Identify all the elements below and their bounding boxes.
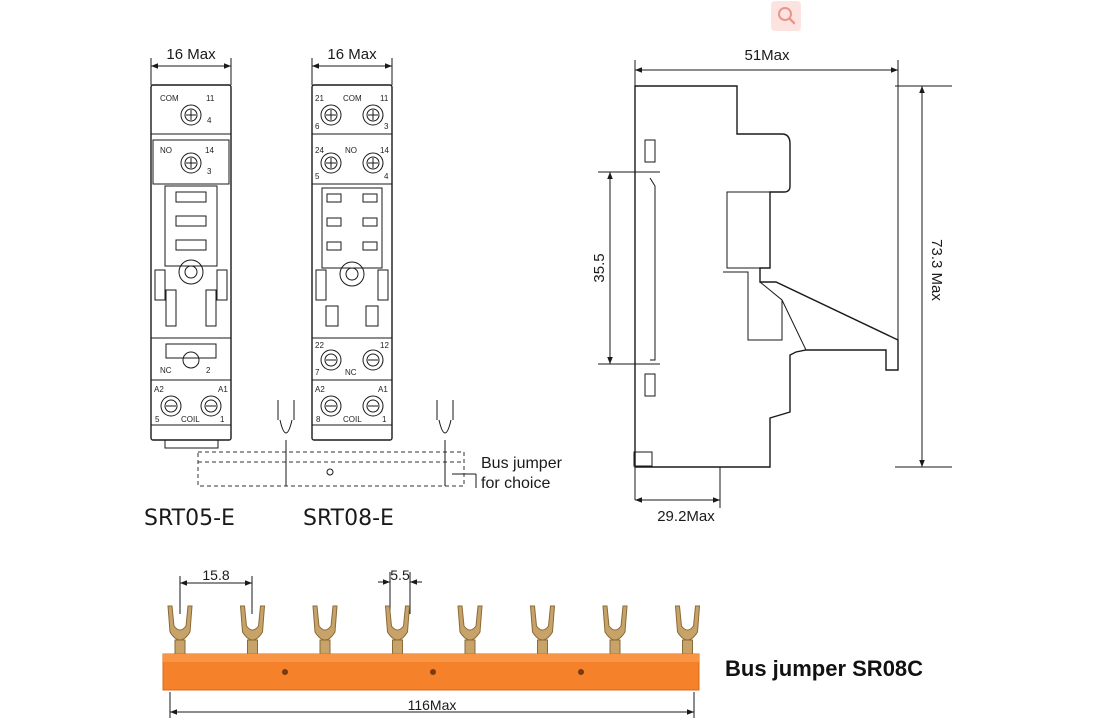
srt08-label-1: 1 [382,415,387,424]
zoom-button[interactable] [771,1,801,31]
magnifier-icon [778,7,796,25]
jumper-pitch-label: 15.8 [202,567,229,583]
srt05-model-label: SRT05-E [144,506,235,531]
srt05-label-14: 14 [205,146,214,155]
srt08-label-com: COM [343,94,362,103]
srt08-label-5: 5 [315,172,320,181]
srt08-label-11: 11 [380,94,389,103]
fork-terminal [674,605,701,657]
side-depth-label: 29.2Max [657,508,715,525]
fork-terminal [457,605,483,657]
srt08-label-a2: A2 [315,385,325,394]
srt05-label-2: 2 [206,366,211,375]
srt05-label-a2: A2 [154,385,164,394]
srt05-label-com: COM [160,94,179,103]
srt08-label-coil: COIL [343,415,362,424]
srt08-label-24: 24 [315,146,324,155]
srt05-label-11: 11 [206,94,215,103]
bus-jumper-note-line1: Bus jumper [481,455,563,472]
bus-jumper-note-line2: for choice [481,475,550,492]
jumper-fork-label: 5.5 [390,567,410,583]
srt08-label-no: NO [345,146,357,155]
srt05-socket: 16 Max COM 11 4 NO 14 3 NC [150,46,232,449]
jumper-forks [167,605,701,657]
srt05-label-5: 5 [155,415,160,424]
srt08-label-8: 8 [316,415,321,424]
srt08-label-a1: A1 [378,385,388,394]
srt08-label-14: 14 [380,146,389,155]
side-rail-label: 35.5 [591,253,608,282]
srt08-label-7: 7 [315,368,320,377]
srt05-label-4: 4 [207,116,212,125]
srt08-width-label: 16 Max [327,46,377,63]
jumper-length-label: 116Max [408,697,457,713]
bus-jumper-dashed [197,400,477,488]
fork-terminal [529,605,556,657]
side-view: 51Max 73.3 Max 35.5 29.2Max [591,47,952,525]
srt08-socket: 16 Max 21 COM 11 6 3 24 NO 14 5 4 22 [311,46,393,441]
fork-terminal [312,605,338,657]
srt05-label-nc: NC [160,366,172,375]
srt08-label-3: 3 [384,122,389,131]
bus-jumper-title: Bus jumper SR08C [725,656,923,681]
srt08-label-22: 22 [315,341,324,350]
bus-jumper-product: 15.8 5.5 116Max [162,567,701,718]
side-height-label: 73.3 Max [928,239,945,301]
srt08-label-6: 6 [315,122,320,131]
srt05-width-label: 16 Max [166,46,216,63]
srt08-label-21: 21 [315,94,324,103]
srt05-label-no: NO [160,146,172,155]
srt05-label-1: 1 [220,415,225,424]
srt05-label-coil: COIL [181,415,200,424]
side-width-label: 51Max [744,47,790,64]
fork-terminal [384,605,411,657]
srt05-label-3: 3 [207,167,212,176]
srt08-label-12: 12 [380,341,389,350]
srt05-label-a1: A1 [218,385,228,394]
srt08-label-4: 4 [384,172,389,181]
fork-terminal [239,605,266,657]
srt08-model-label: SRT08-E [303,506,394,531]
fork-terminal [602,605,628,657]
srt08-label-nc: NC [345,368,357,377]
